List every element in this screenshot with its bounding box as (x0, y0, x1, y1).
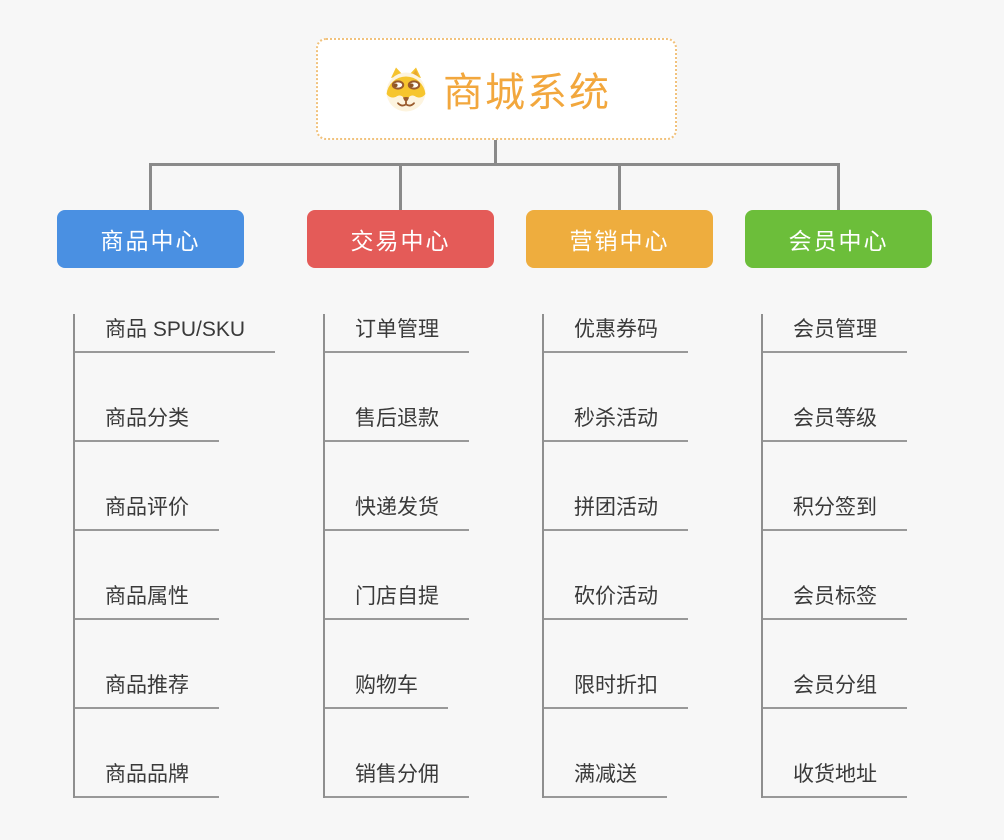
mindmap-node-item[interactable]: 优惠券码 (544, 314, 688, 353)
mindmap-node-item[interactable]: 销售分佣 (325, 759, 469, 798)
mindmap-node-item[interactable]: 积分签到 (763, 492, 907, 531)
branch-items: 会员管理 会员等级 积分签到 会员标签 会员分组 收货地址 (761, 314, 932, 798)
branch-items: 商品 SPU/SKU 商品分类 商品评价 商品属性 商品推荐 商品品牌 (73, 314, 276, 798)
branch-header-product-center[interactable]: 商品中心 (57, 210, 244, 268)
mindmap-node-item[interactable]: 商品 SPU/SKU (75, 314, 276, 353)
mindmap-node-item[interactable]: 秒杀活动 (544, 403, 688, 442)
connector-line (618, 163, 621, 210)
mindmap-node-item[interactable]: 商品评价 (75, 492, 219, 531)
connector-line (149, 163, 840, 166)
mindmap-node-item[interactable]: 收货地址 (763, 759, 907, 798)
mindmap-node-item[interactable]: 限时折扣 (544, 670, 688, 709)
shiba-dog-icon (386, 67, 426, 112)
branch-trade-center: 交易中心 订单管理 售后退款 快递发货 门店自提 购物车 销售分佣 (307, 210, 494, 798)
mindmap-node-item[interactable]: 商品属性 (75, 581, 219, 620)
mindmap-node-item[interactable]: 售后退款 (325, 403, 469, 442)
connector-line (399, 163, 402, 210)
mindmap-node-item[interactable]: 订单管理 (325, 314, 469, 353)
mindmap-node-item[interactable]: 商品品牌 (75, 759, 219, 798)
root-title: 商城系统 (443, 71, 611, 115)
branch-marketing-center: 营销中心 优惠券码 秒杀活动 拼团活动 砍价活动 限时折扣 满减送 (526, 210, 713, 798)
mindmap-node-item[interactable]: 会员标签 (763, 581, 907, 620)
mindmap-node-item[interactable]: 会员分组 (763, 670, 907, 709)
mindmap-node-item[interactable]: 拼团活动 (544, 492, 688, 531)
branch-header-marketing-center[interactable]: 营销中心 (526, 210, 713, 268)
branch-header-member-center[interactable]: 会员中心 (745, 210, 932, 268)
mindmap-node-item[interactable]: 商品推荐 (75, 670, 219, 709)
connector-line (494, 140, 497, 163)
branch-items: 订单管理 售后退款 快递发货 门店自提 购物车 销售分佣 (323, 314, 494, 798)
branch-member-center: 会员中心 会员管理 会员等级 积分签到 会员标签 会员分组 收货地址 (745, 210, 932, 798)
mindmap-node-item[interactable]: 购物车 (325, 670, 448, 709)
connector-line (149, 163, 152, 210)
connector-line (837, 163, 840, 210)
mindmap-node-item[interactable]: 满减送 (544, 759, 667, 798)
branch-header-trade-center[interactable]: 交易中心 (307, 210, 494, 268)
mindmap-node-item[interactable]: 门店自提 (325, 581, 469, 620)
mindmap-node-item[interactable]: 会员管理 (763, 314, 907, 353)
branch-items: 优惠券码 秒杀活动 拼团活动 砍价活动 限时折扣 满减送 (542, 314, 713, 798)
mindmap-node-item[interactable]: 会员等级 (763, 403, 907, 442)
mindmap-node-item[interactable]: 商品分类 (75, 403, 219, 442)
mindmap-node-item[interactable]: 砍价活动 (544, 581, 688, 620)
root-node[interactable]: 商城系统 (316, 38, 677, 140)
branch-product-center: 商品中心 商品 SPU/SKU 商品分类 商品评价 商品属性 商品推荐 商品品牌 (57, 210, 276, 798)
mindmap-node-item[interactable]: 快递发货 (325, 492, 469, 531)
